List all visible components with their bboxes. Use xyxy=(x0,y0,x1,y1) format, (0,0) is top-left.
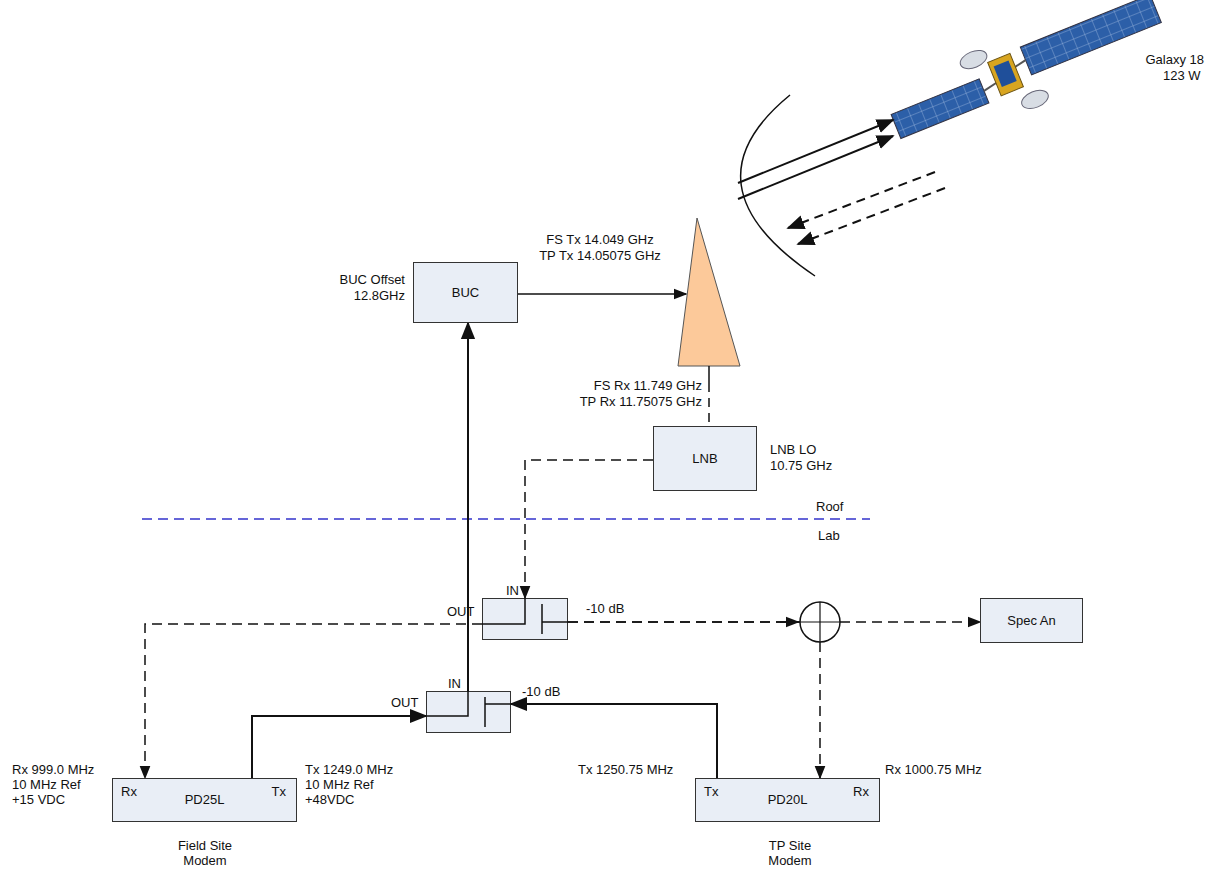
receive-line xyxy=(568,621,980,623)
receive-line xyxy=(525,460,653,598)
frequency-note: 12.8GHz xyxy=(354,288,405,303)
frequency-note: Rx 999.0 MHz xyxy=(12,762,94,777)
coupler-box: INOUT-10 dB xyxy=(482,598,568,640)
frequency-note: Tx 1249.0 MHz xyxy=(305,762,393,777)
port-label: IN xyxy=(506,583,519,598)
port-label: Tx xyxy=(272,784,286,799)
zone-label: Lab xyxy=(818,528,840,543)
dish-reflector xyxy=(741,95,815,276)
port-label: -10 dB xyxy=(586,601,624,616)
satellite-label: 123 W xyxy=(1163,68,1201,83)
frequency-note: +15 VDC xyxy=(12,792,65,807)
coupler-box: INOUT-10 dB xyxy=(426,691,511,733)
transmit-line xyxy=(467,323,469,691)
frequency-note: 10 MHz Ref xyxy=(12,777,81,792)
frequency-note: FS Rx 11.749 GHz xyxy=(594,378,702,393)
site-caption: TP Site xyxy=(769,838,811,853)
site-caption: Field Site xyxy=(178,838,232,853)
coupled-port xyxy=(542,621,568,623)
coupling-bar xyxy=(541,604,543,634)
port-label: IN xyxy=(448,676,461,691)
buc-to-horn xyxy=(518,293,686,295)
site-caption: Modem xyxy=(183,853,226,868)
signal-arrows xyxy=(738,120,945,244)
box-label: BUC xyxy=(414,285,517,300)
port-label: Tx xyxy=(704,784,718,799)
box-label: LNB xyxy=(654,451,756,466)
process-box: BUC xyxy=(413,262,518,323)
instrument-box: Spec An xyxy=(980,598,1083,643)
frequency-note: TP Rx 11.75075 GHz xyxy=(580,394,702,409)
combiner-symbol xyxy=(800,602,840,642)
modem-box: RxPD25LTx xyxy=(112,778,297,822)
roof-divider xyxy=(142,518,870,520)
port-label: Rx xyxy=(853,784,869,799)
coupler-symbol xyxy=(426,691,511,733)
zone-label: Roof xyxy=(816,499,843,514)
modem-name: PD20L xyxy=(696,792,879,807)
frequency-note: +48VDC xyxy=(305,792,355,807)
process-box: LNB xyxy=(653,426,757,491)
frequency-note: 10.75 GHz xyxy=(770,458,832,473)
site-caption: Modem xyxy=(768,853,811,868)
satellite-label: Galaxy 18 xyxy=(1145,52,1204,67)
horn-feed xyxy=(708,366,710,392)
through-path xyxy=(482,598,525,624)
coupled-port xyxy=(485,703,511,705)
through-path xyxy=(426,691,468,716)
frequency-note: TP Tx 14.05075 GHz xyxy=(539,248,661,263)
port-label: OUT xyxy=(447,604,474,619)
box-label: Spec An xyxy=(981,613,1082,628)
feed-horn xyxy=(678,218,740,366)
receive-line xyxy=(568,622,820,778)
frequency-note: FS Tx 14.049 GHz xyxy=(546,232,653,247)
modem-name: PD25L xyxy=(113,792,296,807)
frequency-note: Rx 1000.75 MHz xyxy=(885,762,982,777)
horn-feed xyxy=(708,398,710,426)
coupling-bar xyxy=(484,697,486,727)
port-label: -10 dB xyxy=(522,684,560,699)
coupler-symbol xyxy=(482,598,568,640)
combiner-input xyxy=(780,621,798,623)
frequency-note: Tx 1250.75 MHz xyxy=(578,762,673,777)
transmit-line xyxy=(511,704,717,778)
frequency-note: 10 MHz Ref xyxy=(305,777,374,792)
frequency-note: BUC Offset xyxy=(339,272,405,287)
modem-box: TxPD20LRx xyxy=(695,778,880,822)
satellite xyxy=(881,0,1174,159)
transmit-line xyxy=(252,716,426,778)
frequency-note: LNB LO xyxy=(770,442,816,457)
port-label: Rx xyxy=(121,784,137,799)
port-label: OUT xyxy=(391,695,418,710)
